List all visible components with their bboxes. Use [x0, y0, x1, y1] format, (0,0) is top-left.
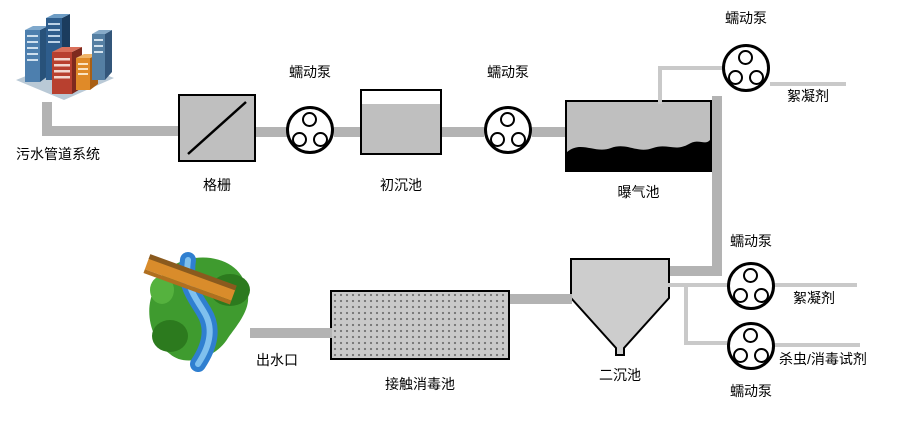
outlet-label: 出水口	[256, 352, 298, 368]
source-label: 污水管道系统	[16, 146, 100, 162]
primary-tank-label: 初沉池	[380, 177, 422, 193]
aeration-tank-label: 曝气池	[617, 184, 660, 200]
pump2-label: 蠕动泵	[487, 64, 529, 80]
pump-roller-icon	[728, 70, 743, 85]
pump-roller-icon	[292, 132, 307, 147]
pump3-label: 蠕动泵	[725, 10, 767, 26]
peristaltic-pump-icon	[722, 44, 770, 92]
grid-label: 格栅	[203, 177, 231, 193]
pump-roller-icon	[743, 268, 758, 283]
contact-tank-label: 接触消毒池	[385, 376, 455, 392]
grid-tank	[178, 94, 256, 162]
pump-roller-icon	[754, 288, 769, 303]
pump1-label: 蠕动泵	[289, 64, 331, 80]
river-outlet-icon	[142, 246, 260, 372]
aeration-tank	[565, 100, 712, 172]
pump-roller-icon	[490, 132, 505, 147]
feed-line-pump5	[684, 341, 727, 345]
feed-line-flocculant1	[770, 82, 846, 86]
pump-roller-icon	[500, 112, 515, 127]
pump-roller-icon	[313, 132, 328, 147]
pump-roller-icon	[511, 132, 526, 147]
feed-line-flocculant2	[775, 283, 857, 287]
flocculant-label-1: 絮凝剂	[787, 88, 829, 104]
pipe-source-vertical	[42, 102, 52, 134]
feed-line-disinfectant	[775, 343, 860, 347]
pump-roller-icon	[302, 112, 317, 127]
pipe-to-secondary	[666, 266, 722, 276]
activated-sludge-icon	[567, 140, 710, 170]
secondary-tank	[570, 258, 670, 358]
peristaltic-pump-icon	[727, 322, 775, 370]
feed-line-pump4	[668, 283, 727, 287]
pipe-grid-to-pump1	[256, 127, 288, 137]
pump-roller-icon	[749, 70, 764, 85]
pipe-contact-to-outlet	[250, 328, 332, 338]
peristaltic-pump-icon	[727, 262, 775, 310]
secondary-tank-label: 二沉池	[599, 367, 641, 383]
pipe-pump1-to-primary	[334, 127, 360, 137]
peristaltic-pump-icon	[484, 106, 532, 154]
feed-line-pump3-out	[658, 66, 722, 70]
peristaltic-pump-icon	[286, 106, 334, 154]
contact-tank	[330, 290, 510, 360]
pipe-pump2-to-aeration	[532, 127, 565, 137]
pump-roller-icon	[733, 288, 748, 303]
pump5-label: 蠕动泵	[730, 383, 772, 399]
flocculant-label-2: 絮凝剂	[793, 290, 835, 306]
city-icon	[12, 8, 117, 108]
pump-roller-icon	[738, 50, 753, 65]
pump4-label: 蠕动泵	[730, 233, 772, 249]
pump-roller-icon	[733, 348, 748, 363]
pipe-source-to-grid	[42, 126, 178, 136]
pipe-primary-to-pump2	[442, 127, 484, 137]
pipe-aeration-down	[712, 96, 722, 276]
grid-diagonal	[187, 101, 247, 155]
feed-line-branch	[684, 283, 688, 345]
primary-tank	[360, 89, 442, 155]
disinfectant-label: 杀虫/消毒试剂	[779, 351, 867, 367]
pipe-secondary-to-contact	[508, 294, 572, 304]
pump-roller-icon	[754, 348, 769, 363]
feed-line-pump3-drop	[658, 66, 662, 104]
pump-roller-icon	[743, 328, 758, 343]
